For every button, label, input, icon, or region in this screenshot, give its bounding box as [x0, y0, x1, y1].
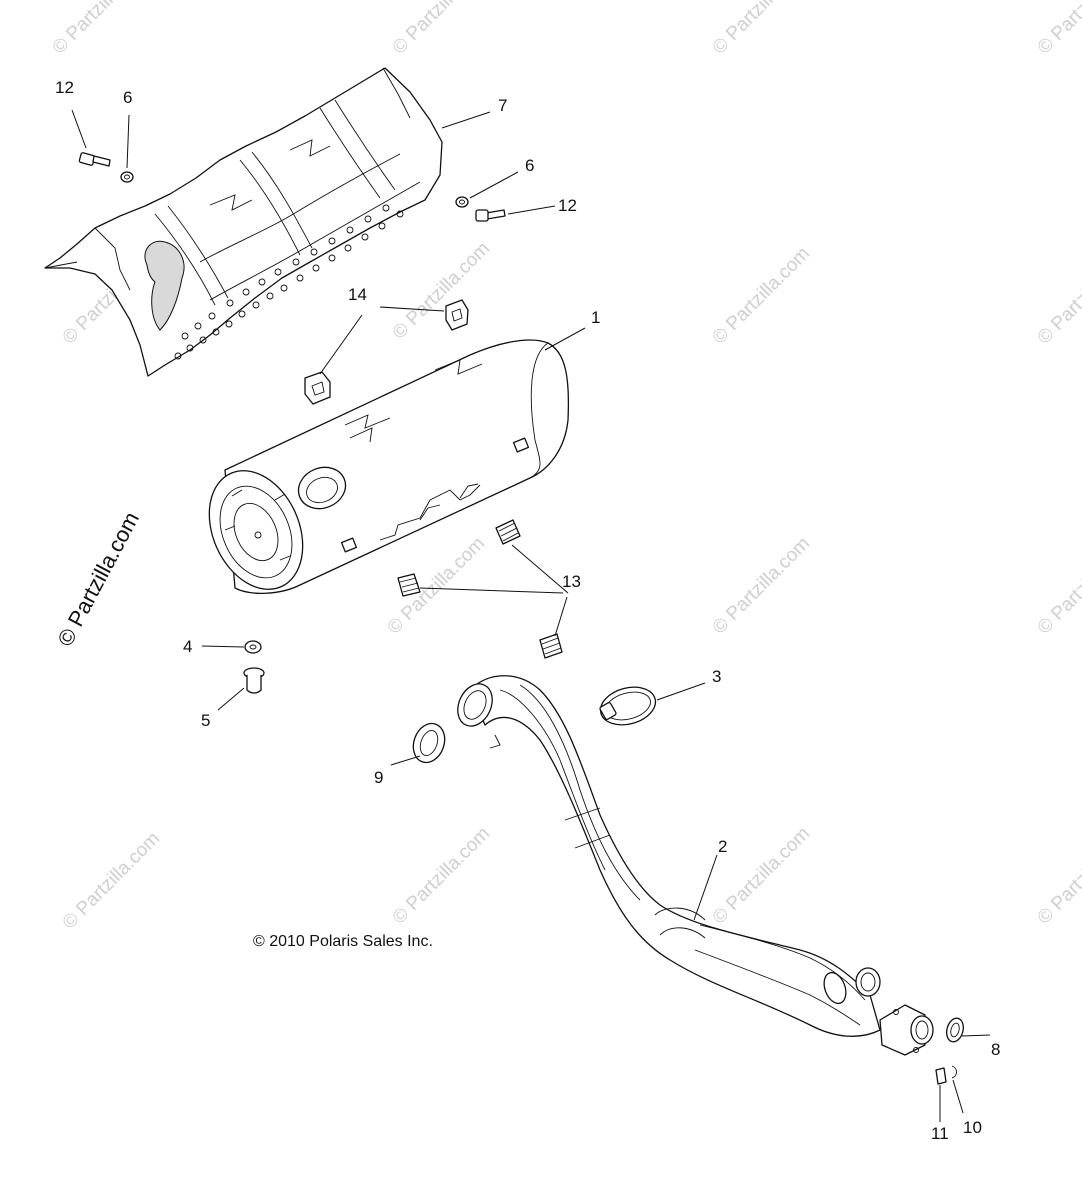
callout-14: 14	[348, 285, 367, 304]
grommet[interactable]	[243, 667, 265, 694]
watermark: © Partzilla.com	[709, 533, 814, 638]
callouts: 12 6 7 6 12 14 1 13 4 3 5 9 2 8 10 11	[55, 78, 1000, 1143]
spring-lower[interactable]	[539, 633, 563, 659]
watermark: © Partzilla.com	[1034, 243, 1082, 348]
gasket-ring[interactable]	[408, 719, 450, 767]
watermark: © Partzilla.com	[1034, 533, 1082, 638]
callout-3: 3	[712, 667, 721, 686]
callout-11: 11	[931, 1124, 949, 1143]
callout-5: 5	[201, 711, 210, 730]
exhaust-clamp[interactable]	[596, 681, 659, 730]
callout-6-left: 6	[123, 88, 132, 107]
retaining-clip[interactable]	[951, 1065, 957, 1079]
bolt-left[interactable]	[78, 152, 111, 167]
watermark: © Partzilla.com	[389, 238, 494, 343]
callout-13: 13	[562, 572, 581, 591]
watermark: © Partzilla.com	[389, 823, 494, 928]
callout-2: 2	[718, 837, 727, 856]
callout-12-right: 12	[558, 196, 577, 215]
callout-7: 7	[498, 96, 507, 115]
spring-middle[interactable]	[397, 573, 421, 597]
callout-1: 1	[591, 308, 600, 327]
bolt-right[interactable]	[475, 209, 506, 222]
callout-12-left: 12	[55, 78, 74, 97]
callout-4: 4	[183, 637, 192, 656]
watermark-layer: © Partzilla.com © Partzilla.com © Partzi…	[49, 0, 1082, 934]
leader-lines	[71, 109, 991, 1122]
watermark: © Partzilla.com	[1034, 823, 1082, 928]
spring-small[interactable]	[935, 1067, 947, 1085]
head-pipe[interactable]	[451, 675, 934, 1056]
nut-left[interactable]	[120, 171, 134, 183]
callout-10: 10	[963, 1118, 982, 1137]
clip-lower[interactable]	[304, 371, 331, 405]
watermark: © Partzilla.com	[709, 0, 814, 59]
nut-right[interactable]	[455, 196, 469, 208]
washer[interactable]	[244, 640, 262, 654]
muffler[interactable]	[191, 339, 570, 604]
watermark: © Partzilla.com	[59, 828, 164, 933]
side-brand-text: © Partzilla.com	[52, 508, 144, 651]
watermark: © Partzilla.com	[709, 243, 814, 348]
watermark: © Partzilla.com	[384, 533, 489, 638]
callout-9: 9	[374, 768, 383, 787]
callout-6-right: 6	[525, 156, 534, 175]
copyright-text: © 2010 Polaris Sales Inc.	[253, 933, 433, 950]
watermark: © Partzilla.com	[49, 0, 154, 59]
spring-upper[interactable]	[495, 519, 521, 545]
callout-8: 8	[991, 1040, 1000, 1059]
watermark: © Partzilla.com	[389, 0, 494, 59]
heat-shield[interactable]	[44, 67, 443, 377]
clip-upper[interactable]	[445, 299, 469, 331]
exhaust-port-gasket[interactable]	[944, 1016, 966, 1043]
watermark: © Partzilla.com	[1034, 0, 1082, 59]
